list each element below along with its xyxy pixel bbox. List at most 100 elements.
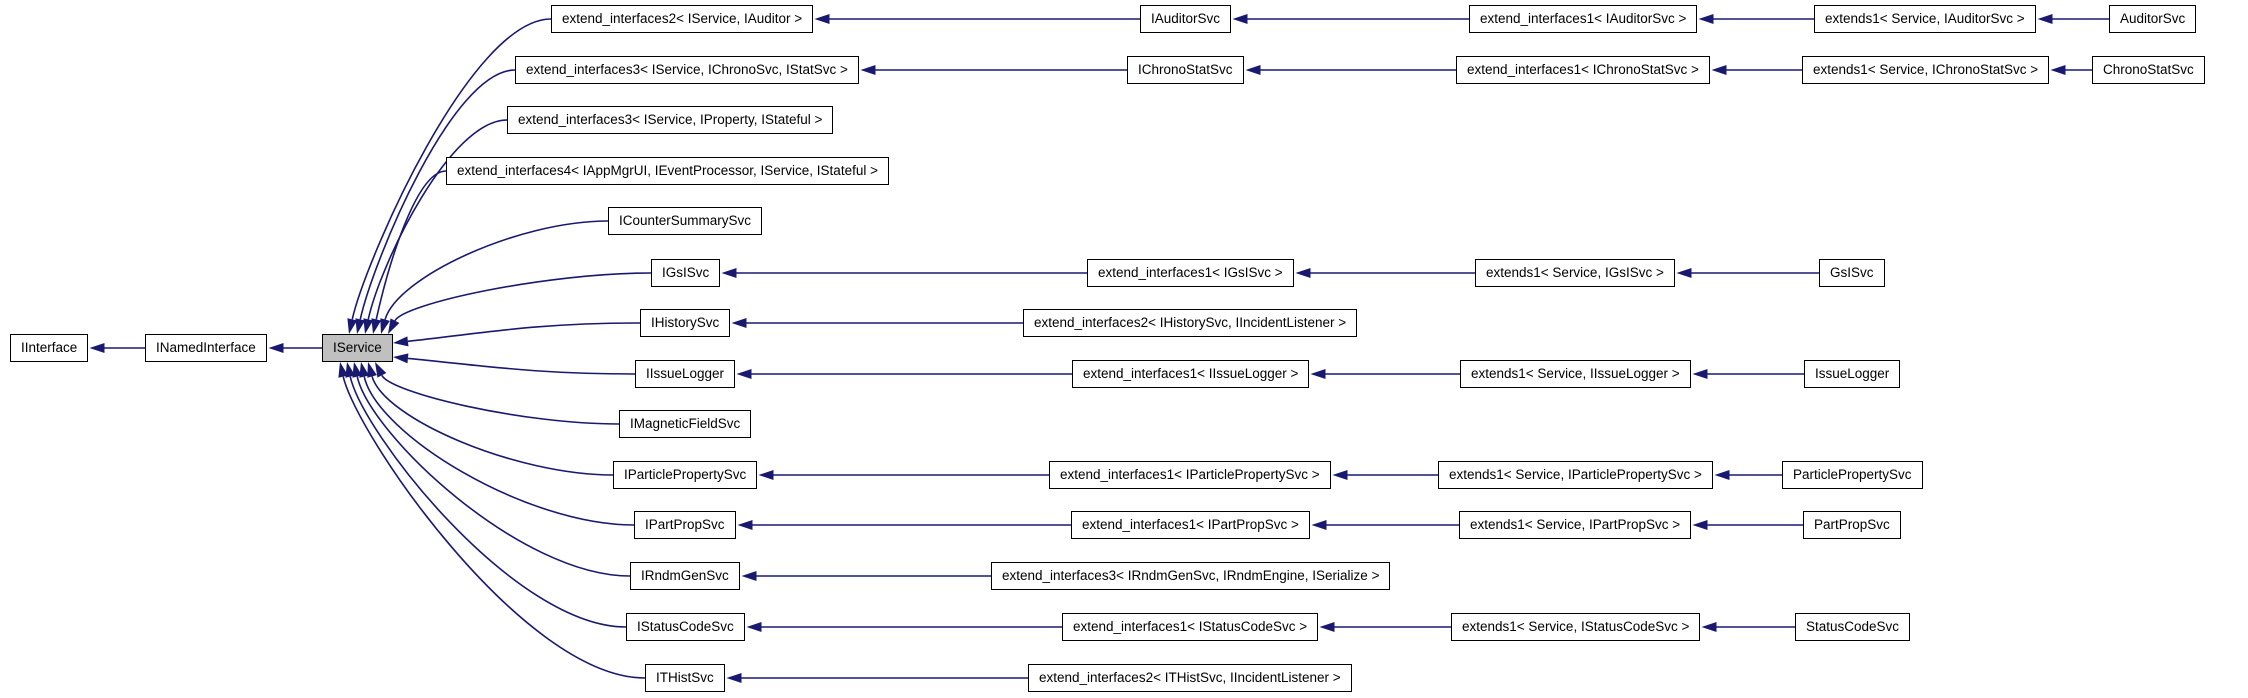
edge-iauditorsvc-to-ei2-iauditor: [814, 14, 1140, 24]
inheritance-arrowhead: [1311, 520, 1327, 530]
inheritance-arrowhead: [721, 268, 737, 278]
inheritance-arrowhead: [1676, 268, 1692, 278]
inheritance-arrowhead: [371, 318, 382, 334]
class-node-ei3-irndmgensvc[interactable]: extend_interfaces3< IRndmGenSvc, IRndmEn…: [991, 562, 1391, 590]
class-node-ex1-istatuscodesvc[interactable]: extends1< Service, IStatusCodeSvc >: [1451, 613, 1701, 641]
edge-ex1-ichronostatsvc-to-ei1-ichronostatsvc: [1711, 65, 1802, 75]
edge-imagneticfieldsvc-to-iservice: [375, 362, 620, 425]
class-node-ei1-ichronostatsvc[interactable]: extend_interfaces1< IChronoStatSvc >: [1456, 56, 1710, 84]
inheritance-arrowhead: [726, 673, 742, 683]
class-node-imagneticfieldsvc[interactable]: IMagneticFieldSvc: [619, 410, 752, 438]
inheritance-arrowhead: [1692, 520, 1708, 530]
edge-irndmgensvc-to-iservice: [352, 362, 631, 577]
edge-ei1-ipartpropsvc-to-ipartpropsvc: [737, 520, 1071, 530]
class-node-ex1-ichronostatsvc[interactable]: extends1< Service, IChronoStatSvc >: [1802, 56, 2050, 84]
class-node-ei4-iappmgrui[interactable]: extend_interfaces4< IAppMgrUI, IEventPro…: [446, 157, 889, 185]
inheritance-arrowhead: [1310, 369, 1326, 379]
inheritance-arrowhead: [1698, 14, 1714, 24]
inheritance-arrowhead: [1319, 622, 1335, 632]
class-node-iparticlepropertysvc[interactable]: IParticlePropertySvc: [613, 461, 758, 489]
class-node-ei3-iproperty[interactable]: extend_interfaces3< IService, IProperty,…: [507, 106, 834, 134]
edge-ei2-ihistorysvc-to-ihistorysvc: [731, 318, 1023, 328]
class-node-ihistorysvc[interactable]: IHistorySvc: [640, 309, 731, 337]
class-node-partpropsvc[interactable]: PartPropSvc: [1803, 511, 1901, 539]
edge-ichronostatsvc-to-ei3-ichronosvc: [860, 65, 1127, 75]
edge-icountersummarysvc-to-iservice: [380, 220, 609, 334]
inheritance-arrowhead: [345, 362, 356, 378]
class-node-ei3-ichronosvc[interactable]: extend_interfaces3< IService, IChronoSvc…: [515, 56, 859, 84]
edge-ei1-iauditorsvc-to-iauditorsvc: [1232, 14, 1469, 24]
class-node-iauditorsvc[interactable]: IAuditorSvc: [1140, 5, 1232, 33]
class-node-ei1-iissuelogger[interactable]: extend_interfaces1< IIssueLogger >: [1072, 360, 1310, 388]
edge-particlepropertysvc-to-ex1-iparticlepropertysvc: [1714, 470, 1782, 480]
inheritance-arrowhead: [355, 318, 366, 334]
edge-ei4-iappmgrui-to-iservice: [371, 170, 447, 334]
edge-ei3-irndmgensvc-to-irndmgensvc: [741, 571, 991, 581]
class-node-chronostatsvc[interactable]: ChronoStatSvc: [2092, 56, 2205, 84]
inheritance-arrowhead: [860, 65, 876, 75]
class-node-iissuelogger[interactable]: IIssueLogger: [635, 360, 736, 388]
edge-iparticlepropertysvc-to-iservice: [367, 362, 614, 476]
inheritance-arrowhead: [352, 362, 363, 378]
class-node-ei1-istatuscodesvc[interactable]: extend_interfaces1< IStatusCodeSvc >: [1062, 613, 1319, 641]
edge-ithistsvc-to-iservice: [338, 362, 646, 679]
inheritance-arrowhead: [731, 318, 747, 328]
edge-igsisvc-to-iservice: [388, 272, 652, 334]
class-node-istatuscodesvc[interactable]: IStatusCodeSvc: [626, 613, 745, 641]
class-node-igsisvc[interactable]: IGsISvc: [651, 259, 721, 287]
class-node-ei1-iparticlepropertysvc[interactable]: extend_interfaces1< IParticlePropertySvc…: [1049, 461, 1331, 489]
class-node-auditorsvc[interactable]: AuditorSvc: [2109, 5, 2197, 33]
class-node-ex1-igsisvc[interactable]: extends1< Service, IGsISvc >: [1475, 259, 1675, 287]
edge-ipartpropsvc-to-iservice: [359, 362, 635, 526]
inheritance-arrowhead: [388, 318, 400, 334]
class-node-ei2-iauditor[interactable]: extend_interfaces2< IService, IAuditor >: [551, 5, 814, 33]
class-node-ichronostatsvc[interactable]: IChronoStatSvc: [1127, 56, 1244, 84]
inheritance-arrowhead: [1295, 268, 1311, 278]
inheritance-arrowhead: [737, 520, 753, 530]
edge-partpropsvc-to-ex1-ipartpropsvc: [1692, 520, 1803, 530]
edge-ex1-igsisvc-to-ei1-igsisvc: [1295, 268, 1475, 278]
class-node-ei2-ihistorysvc[interactable]: extend_interfaces2< IHistorySvc, IIncide…: [1023, 309, 1358, 337]
edge-chronostatsvc-to-ex1-ichronostatsvc: [2050, 65, 2092, 75]
class-node-ei2-ithistsvc[interactable]: extend_interfaces2< ITHistSvc, IIncident…: [1028, 664, 1352, 692]
edge-gsisvc-to-ex1-igsisvc: [1676, 268, 1819, 278]
class-node-statuscodesvc[interactable]: StatusCodeSvc: [1795, 613, 1911, 641]
class-node-icountersummarysvc[interactable]: ICounterSummarySvc: [608, 207, 763, 235]
class-node-issuelogger[interactable]: IssueLogger: [1804, 360, 1901, 388]
class-node-irndmgensvc[interactable]: IRndmGenSvc: [630, 562, 740, 590]
class-node-ei1-ipartpropsvc[interactable]: extend_interfaces1< IPartPropSvc >: [1071, 511, 1310, 539]
edge-ei3-ichronosvc-to-iservice: [355, 69, 516, 334]
class-node-particlepropertysvc[interactable]: ParticlePropertySvc: [1782, 461, 1923, 489]
class-node-ipartpropsvc[interactable]: IPartPropSvc: [634, 511, 736, 539]
inheritance-arrowhead: [1701, 622, 1717, 632]
edge-ex1-iissuelogger-to-ei1-iissuelogger: [1310, 369, 1460, 379]
inheritance-arrowhead: [347, 318, 358, 334]
class-node-ei1-igsisvc[interactable]: extend_interfaces1< IGsISvc >: [1087, 259, 1294, 287]
inheritance-arrowhead: [380, 318, 390, 334]
edge-ex1-iauditorsvc-to-ei1-iauditorsvc: [1698, 14, 1814, 24]
class-node-gsisvc[interactable]: GsISvc: [1819, 259, 1885, 287]
edge-ei3-iproperty-to-iservice: [363, 119, 508, 334]
class-node-ex1-iparticlepropertysvc[interactable]: extends1< Service, IParticlePropertySvc …: [1438, 461, 1713, 489]
class-node-inamedinterface[interactable]: INamedInterface: [145, 334, 267, 362]
inheritance-arrowhead: [746, 622, 762, 632]
class-node-ex1-iissuelogger[interactable]: extends1< Service, IIssueLogger >: [1460, 360, 1691, 388]
edge-istatuscodesvc-to-iservice: [345, 362, 627, 628]
inheritance-arrowhead: [1714, 470, 1730, 480]
inheritance-arrowhead: [363, 318, 374, 334]
class-node-iinterface[interactable]: IInterface: [10, 334, 89, 362]
inheritance-arrowhead: [1245, 65, 1261, 75]
inheritance-arrowhead: [375, 362, 387, 378]
edge-ei1-igsisvc-to-igsisvc: [721, 268, 1087, 278]
inheritance-arrowhead: [367, 362, 377, 378]
edge-ex1-iparticlepropertysvc-to-ei1-iparticlepropertysvc: [1332, 470, 1438, 480]
class-node-ei1-iauditorsvc[interactable]: extend_interfaces1< IAuditorSvc >: [1469, 5, 1698, 33]
inheritance-arrowhead: [1711, 65, 1727, 75]
class-node-ithistsvc[interactable]: ITHistSvc: [645, 664, 725, 692]
class-node-ex1-iauditorsvc[interactable]: extends1< Service, IAuditorSvc >: [1814, 5, 2036, 33]
inheritance-arrowhead: [758, 470, 774, 480]
class-node-ex1-ipartpropsvc[interactable]: extends1< Service, IPartPropSvc >: [1459, 511, 1692, 539]
edge-ex1-ipartpropsvc-to-ei1-ipartpropsvc: [1311, 520, 1459, 530]
